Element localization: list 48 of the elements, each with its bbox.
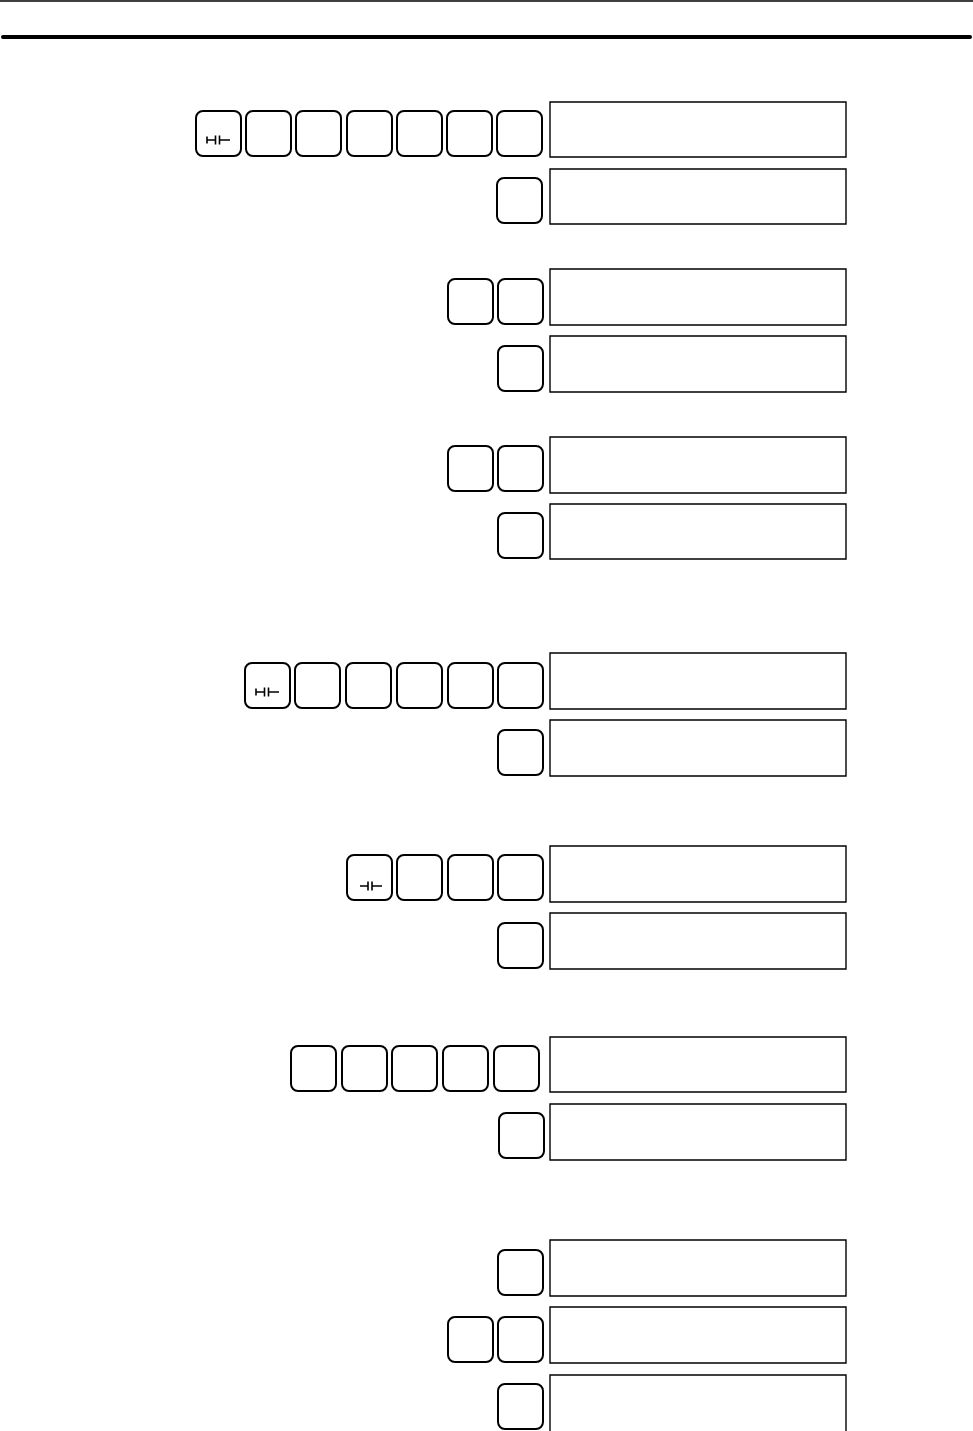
- keyboard-key: [497, 662, 544, 709]
- keyboard-key: [447, 854, 494, 901]
- keyboard-key: [497, 854, 544, 901]
- keyboard-key: [391, 1045, 438, 1092]
- keyboard-key: [396, 854, 443, 901]
- keyboard-key: [496, 110, 543, 157]
- keyboard-key: [497, 278, 544, 325]
- display-box: [549, 1239, 847, 1297]
- keyboard-key: [245, 110, 292, 157]
- keyboard-key: [295, 110, 342, 157]
- display-box: [549, 912, 847, 970]
- keyboard-key: [497, 1249, 544, 1296]
- keyboard-key: [294, 662, 341, 709]
- keyboard-key: [396, 110, 443, 157]
- display-box: [549, 101, 847, 158]
- keyboard-key: [446, 110, 493, 157]
- display-box: [549, 719, 847, 777]
- keyboard-key: [497, 1316, 544, 1363]
- display-box: [549, 652, 847, 710]
- keyboard-key: [442, 1045, 489, 1092]
- keyboard-key: [447, 445, 494, 492]
- keyboard-key: [493, 1045, 540, 1092]
- keyboard-key: [497, 345, 544, 392]
- keyboard-key: [346, 110, 393, 157]
- keyboard-key: [447, 1316, 494, 1363]
- display-box: [549, 1306, 847, 1364]
- display-box: [549, 168, 847, 225]
- keyboard-key: [497, 512, 544, 559]
- keyboard-key: [497, 922, 544, 969]
- keyboard-key: [496, 177, 543, 224]
- display-box: [549, 335, 847, 393]
- display-box: [549, 1374, 847, 1431]
- display-box: [549, 503, 847, 560]
- display-box: [549, 268, 847, 326]
- display-box: [549, 845, 847, 903]
- keyboard-key: [447, 278, 494, 325]
- keyboard-key: [447, 662, 494, 709]
- keyboard-key: [290, 1045, 337, 1092]
- keyboard-key: [345, 662, 392, 709]
- keyboard-key: [497, 445, 544, 492]
- keyboard-key: [497, 1383, 544, 1430]
- keyboard-key: [341, 1045, 388, 1092]
- keyboard-key: [498, 1112, 545, 1159]
- keyboard-key: [497, 729, 544, 776]
- display-box: [549, 436, 847, 494]
- display-box: [549, 1036, 847, 1093]
- display-box: [549, 1103, 847, 1161]
- keyboard-key: [396, 662, 443, 709]
